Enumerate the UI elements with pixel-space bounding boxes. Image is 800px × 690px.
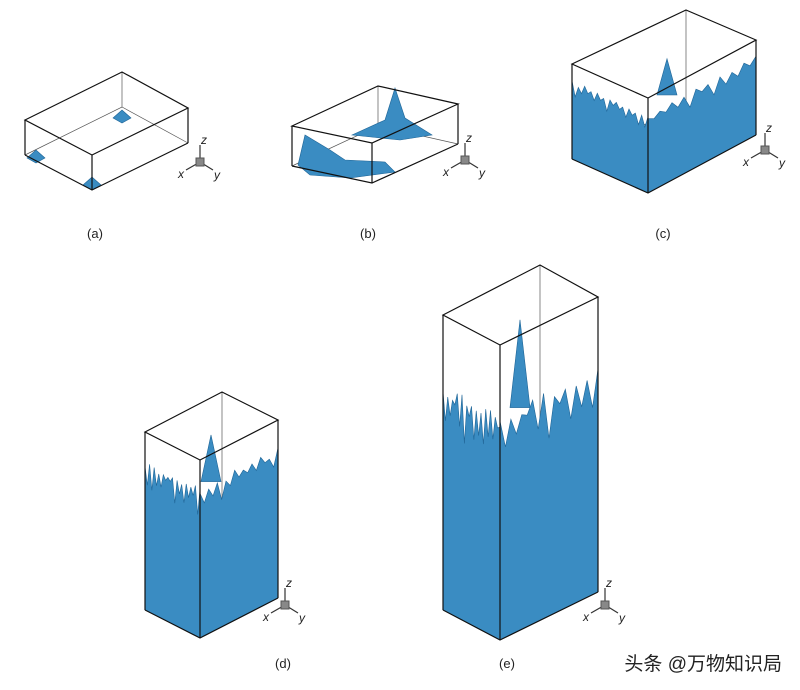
axis-label-x: x	[262, 610, 270, 624]
dendrite-tip	[200, 434, 222, 482]
dendrite-array	[199, 447, 279, 639]
panel-label: (e)	[499, 656, 515, 671]
dendrite-seed	[297, 134, 396, 179]
axis-label-y: y	[298, 611, 306, 625]
axis-triad-icon: z x y	[442, 131, 486, 180]
panel-a: z x y (a)	[23, 71, 221, 241]
dendrite-seed	[112, 109, 132, 124]
dendrite-seed	[350, 87, 433, 141]
watermark: 头条 @万物知识局	[624, 654, 782, 675]
axis-label-x: x	[742, 155, 750, 169]
axis-label-x: x	[442, 165, 450, 179]
axis-label-z: z	[285, 576, 292, 590]
panel-d: z x y (d)	[143, 391, 306, 671]
axis-label-z: z	[605, 576, 612, 590]
panel-label: (b)	[360, 226, 376, 241]
dendrite-tip	[509, 319, 531, 408]
axis-triad-icon: z x y	[262, 576, 306, 625]
axis-label-z: z	[200, 133, 207, 147]
axis-label-y: y	[478, 166, 486, 180]
panel-label: (d)	[275, 656, 291, 671]
panel-c: z x y (c)	[570, 9, 786, 241]
axis-label-x: x	[582, 610, 590, 624]
axis-triad-icon: z x y	[177, 133, 221, 182]
axis-label-y: y	[213, 168, 221, 182]
dendrite-array	[571, 80, 649, 194]
dendrite-tip	[656, 57, 678, 96]
dendrite-array	[499, 368, 599, 641]
panel-label: (c)	[655, 226, 670, 241]
axis-triad-icon: z x y	[582, 576, 626, 625]
axis-label-y: y	[778, 156, 786, 170]
dendrite-array	[442, 390, 501, 641]
axis-triad-icon: z x y	[742, 121, 786, 170]
panel-b: z x y (b)	[290, 85, 486, 241]
axis-label-z: z	[765, 121, 772, 135]
panel-e: z x y (e)	[441, 264, 626, 671]
dendrite-array	[144, 464, 201, 639]
dendrite-seed	[26, 149, 46, 164]
box-bottom-edge	[24, 142, 189, 191]
dendrite-array	[647, 55, 757, 194]
axis-label-x: x	[177, 167, 185, 181]
axis-label-y: y	[618, 611, 626, 625]
panel-label: (a)	[87, 226, 103, 241]
axis-label-z: z	[465, 131, 472, 145]
